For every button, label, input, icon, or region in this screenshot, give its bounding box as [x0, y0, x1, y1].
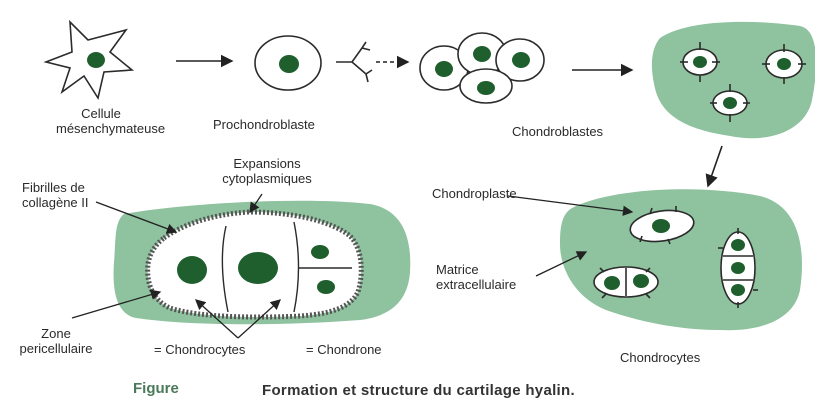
division-symbol: [336, 42, 408, 82]
label-chondrocytes-mid: = Chondrocytes: [154, 342, 245, 357]
prochondroblast-cell: [255, 36, 321, 90]
chondrone-matrix: [114, 201, 411, 325]
chondroblasts-group: [420, 33, 544, 103]
label-chondroblasts: Chondroblastes: [512, 124, 603, 139]
mature-matrix: [560, 189, 802, 330]
early-matrix: [652, 22, 815, 138]
figure-caption-text: Formation et structure du cartilage hyal…: [262, 382, 575, 399]
label-chondrocytes-right: Chondrocytes: [620, 350, 700, 365]
mesenchymal-cell: [46, 22, 132, 98]
label-chondrone: = Chondrone: [306, 342, 382, 357]
label-prochondroblast: Prochondroblaste: [213, 117, 315, 132]
arrow-down-to-chondrocytes: [708, 146, 722, 186]
figure-caption-key: Figure: [133, 380, 179, 397]
label-chondroplast: Chondroplaste: [432, 186, 517, 201]
